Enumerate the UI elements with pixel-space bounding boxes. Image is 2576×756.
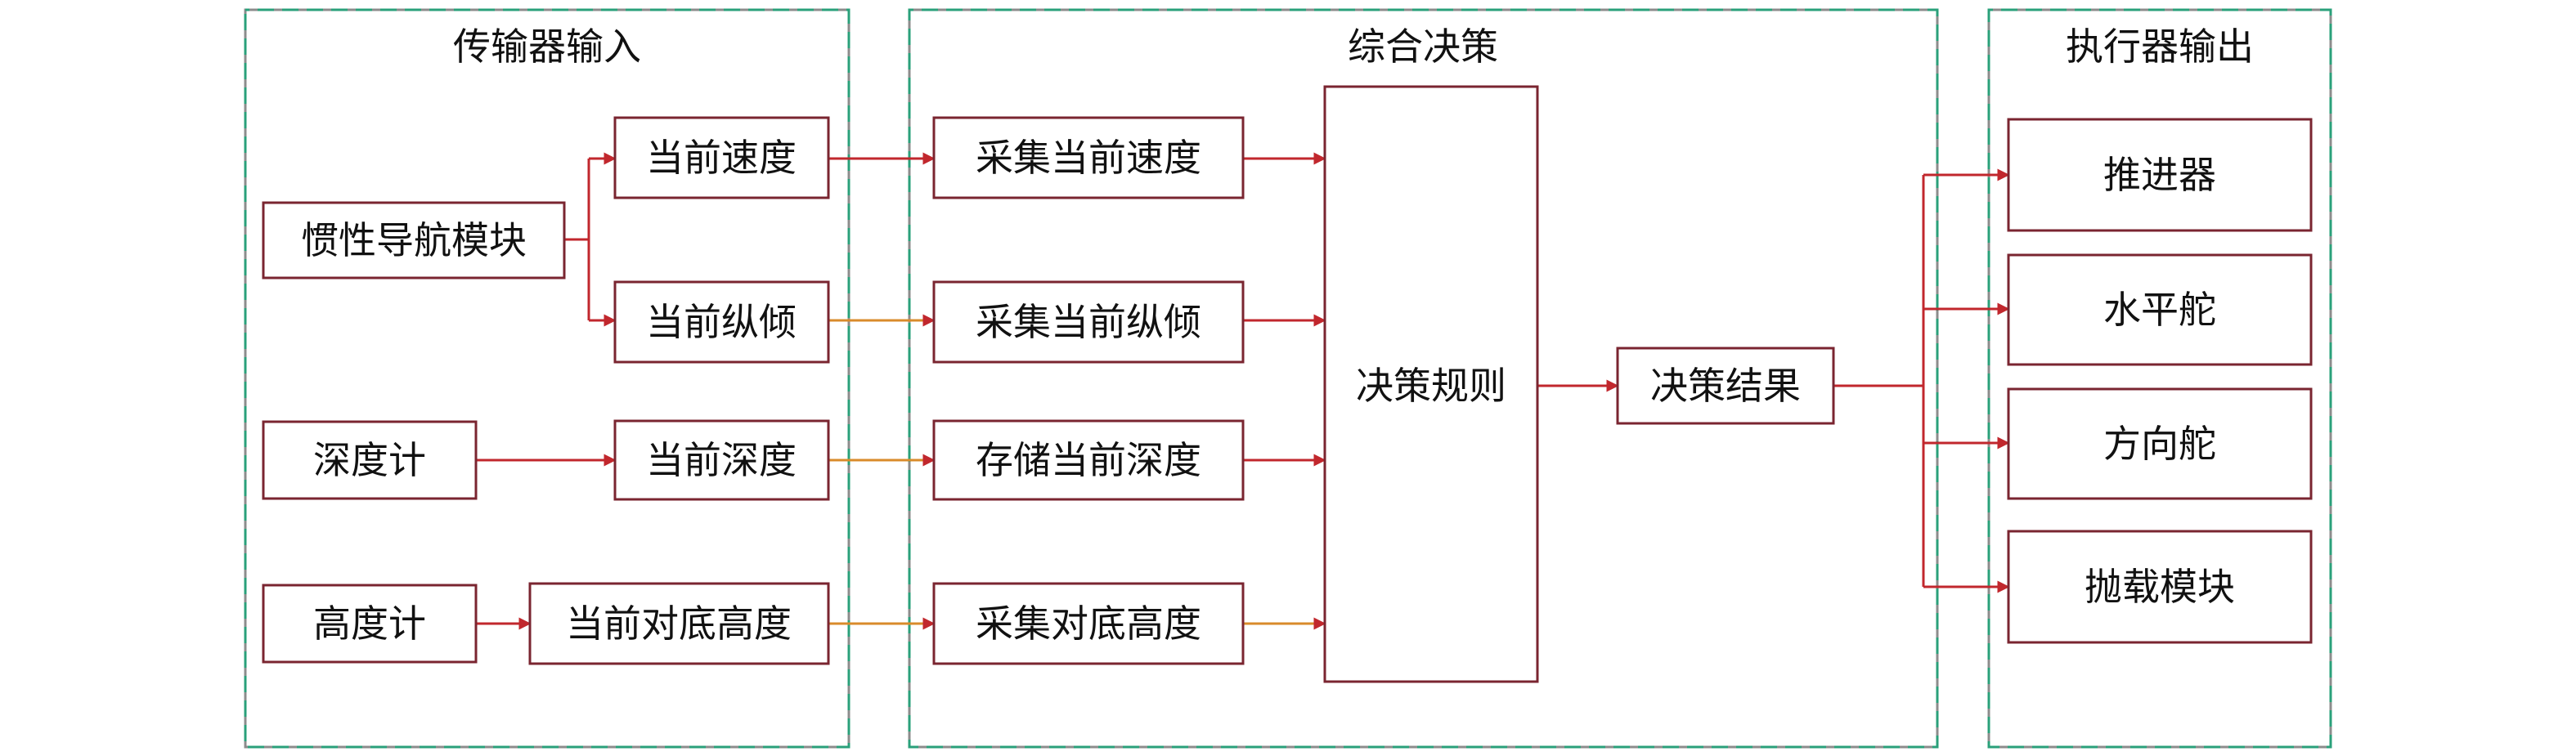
- node-release-module-label: 抛载模块: [2085, 565, 2235, 609]
- node-depth-label: 当前深度: [646, 438, 797, 482]
- node-horizontal-rudder-label: 水平舵: [2103, 288, 2216, 332]
- connector-result-bus: [1833, 175, 1925, 587]
- node-collect-speed-label: 采集当前速度: [976, 136, 1201, 180]
- group-actuator-output: 执行器输出: [1987, 8, 2332, 749]
- node-store-depth-label: 存储当前深度: [976, 438, 1201, 482]
- node-vertical-rudder-label: 方向舵: [2103, 422, 2216, 466]
- node-speed-label: 当前速度: [646, 136, 797, 180]
- node-decision-rules: 决策规则: [1323, 85, 1539, 683]
- node-speed: 当前速度: [613, 116, 830, 199]
- node-ins: 惯性导航模块: [262, 201, 566, 280]
- node-pitch-label: 当前纵倾: [646, 300, 797, 344]
- node-collect-pitch: 采集当前纵倾: [932, 280, 1245, 364]
- connector-ins-split: [564, 159, 590, 320]
- group-decision: 综合决策: [908, 8, 1939, 749]
- node-altimeter-label: 高度计: [313, 602, 426, 646]
- node-collect-speed: 采集当前速度: [932, 116, 1245, 199]
- node-ins-label: 惯性导航模块: [301, 218, 527, 262]
- node-pitch: 当前纵倾: [613, 280, 830, 364]
- node-horizontal-rudder: 水平舵: [2007, 253, 2313, 366]
- node-altitude: 当前对底高度: [528, 582, 830, 665]
- connectors: [476, 152, 2010, 630]
- node-thruster: 推进器: [2007, 118, 2313, 232]
- node-depth-gauge-label: 深度计: [313, 438, 426, 482]
- node-collect-altitude-label: 采集对底高度: [976, 602, 1201, 646]
- node-depth-gauge: 深度计: [262, 420, 478, 500]
- node-decision-result-label: 决策结果: [1650, 364, 1801, 408]
- node-altimeter: 高度计: [262, 584, 478, 664]
- group-sensor-input: 传输器输入: [244, 8, 850, 749]
- node-collect-altitude: 采集对底高度: [932, 582, 1245, 665]
- node-depth: 当前深度: [613, 419, 830, 501]
- group-title-actuator-output: 执行器输出: [2066, 25, 2254, 69]
- node-release-module: 抛载模块: [2007, 530, 2313, 644]
- group-title-sensor-input: 传输器输入: [453, 25, 641, 69]
- group-title-decision: 综合决策: [1348, 25, 1498, 69]
- node-collect-pitch-label: 采集当前纵倾: [976, 300, 1201, 344]
- node-store-depth: 存储当前深度: [932, 419, 1245, 501]
- node-thruster-label: 推进器: [2103, 153, 2216, 197]
- node-decision-result: 决策结果: [1616, 347, 1835, 425]
- node-vertical-rudder: 方向舵: [2007, 387, 2313, 500]
- node-decision-rules-label: 决策规则: [1356, 364, 1506, 408]
- node-altitude-label: 当前对底高度: [566, 602, 792, 646]
